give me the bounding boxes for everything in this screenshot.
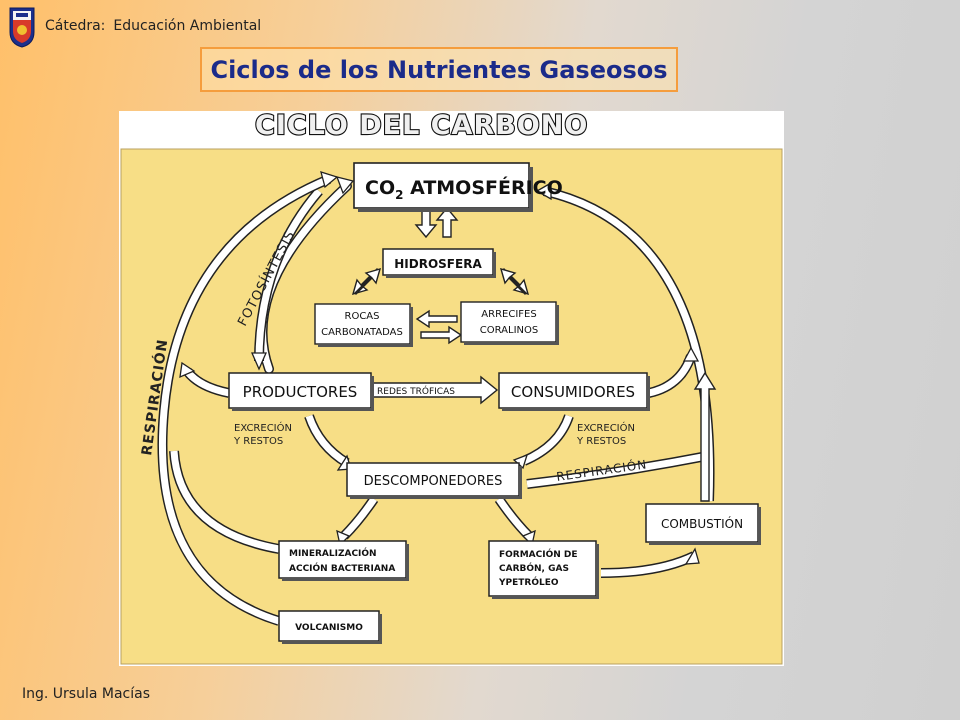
university-crest-logo <box>9 7 35 48</box>
arrecifes-hidrosfera-arrow <box>499 267 527 295</box>
diagram-heading: CICLO DEL CARBONO <box>255 111 588 141</box>
node-volcanismo: VOLCANISMO <box>278 610 382 644</box>
svg-text:CORALINOS: CORALINOS <box>480 325 538 336</box>
svg-text:COMBUSTIÓN: COMBUSTIÓN <box>661 516 743 531</box>
svg-text:ARRECIFES: ARRECIFES <box>481 309 536 320</box>
course-label: Cátedra: <box>45 18 106 34</box>
svg-text:ROCAS: ROCAS <box>345 311 380 322</box>
combustion-co2-arrowhead <box>535 181 552 201</box>
co2-productores-arrowhead <box>251 352 267 371</box>
label-excrecion-left-1: EXCRECIÓN <box>234 421 292 434</box>
node-rocas: ROCAS CARBONATADAS <box>314 303 413 347</box>
author-footer: Ing. Ursula Macías <box>22 686 150 702</box>
co2-text-sub: 2 <box>395 188 403 202</box>
course-line: Cátedra: Educación Ambiental <box>45 18 261 34</box>
rocas-hidrosfera-arrow <box>354 267 382 295</box>
svg-text:CARBONATADAS: CARBONATADAS <box>321 327 403 338</box>
node-descomponedores: DESCOMPONEDORES <box>346 462 522 499</box>
svg-text:CARBÓN, GAS: CARBÓN, GAS <box>499 562 569 574</box>
label-redes-troficas: REDES TRÓFICAS <box>377 385 455 397</box>
node-formacion: FORMACIÓN DE CARBÓN, GAS YPETRÓLEO <box>488 540 599 599</box>
co2-text-suffix: ATMOSFÉRICO <box>403 176 562 199</box>
svg-text:HIDROSFERA: HIDROSFERA <box>394 257 482 271</box>
svg-text:PRODUCTORES: PRODUCTORES <box>243 383 358 401</box>
label-excrecion-left-2: Y RESTOS <box>233 436 283 447</box>
node-hidrosfera: HIDROSFERA <box>382 248 496 278</box>
svg-text:FORMACIÓN DE: FORMACIÓN DE <box>499 548 578 560</box>
svg-text:VOLCANISMO: VOLCANISMO <box>295 623 363 633</box>
svg-text:CO2 ATMOSFÉRICO: CO2 ATMOSFÉRICO <box>365 176 563 202</box>
respiracion-arrowhead <box>320 171 339 189</box>
combustion-up-arrow <box>693 371 717 502</box>
course-name: Educación Ambiental <box>113 18 262 34</box>
svg-text:ACCIÓN BACTERIANA: ACCIÓN BACTERIANA <box>289 562 395 574</box>
consumidores-arrowhead <box>682 346 700 362</box>
carbon-cycle-diagram: CICLO DEL CARBONO <box>119 111 784 666</box>
node-combustion: COMBUSTIÓN <box>645 503 761 545</box>
svg-text:MINERALIZACIÓN: MINERALIZACIÓN <box>289 547 377 559</box>
redes-troficas-arrow <box>370 375 499 405</box>
node-consumidores: CONSUMIDORES <box>498 372 650 411</box>
rocas-to-arrecifes-arrow <box>420 325 463 345</box>
svg-text:CONSUMIDORES: CONSUMIDORES <box>511 383 635 401</box>
productores-respiracion-arrowhead <box>179 361 196 379</box>
label-excrecion-right-1: EXCRECIÓN <box>577 421 635 434</box>
svg-text:DESCOMPONEDORES: DESCOMPONEDORES <box>364 474 503 489</box>
label-excrecion-right-2: Y RESTOS <box>576 436 626 447</box>
co2-text-prefix: CO <box>365 177 395 199</box>
slide-title: Ciclos de los Nutrientes Gaseosos <box>200 47 678 92</box>
hidrosfera-to-co2-arrow <box>435 206 459 238</box>
node-mineralizacion: MINERALIZACIÓN ACCIÓN BACTERIANA <box>278 540 409 581</box>
node-arrecifes: ARRECIFES CORALINOS <box>460 301 559 345</box>
node-productores: PRODUCTORES <box>228 372 374 411</box>
svg-text:YPETRÓLEO: YPETRÓLEO <box>498 576 559 588</box>
arrecifes-to-rocas-arrow <box>415 309 458 329</box>
node-co2: CO2 ATMOSFÉRICO <box>353 162 563 212</box>
fotosintesis-arrowhead <box>335 176 355 195</box>
slide-title-text: Ciclos de los Nutrientes Gaseosos <box>210 55 668 84</box>
formacion-combustion-arrowhead <box>684 547 700 565</box>
